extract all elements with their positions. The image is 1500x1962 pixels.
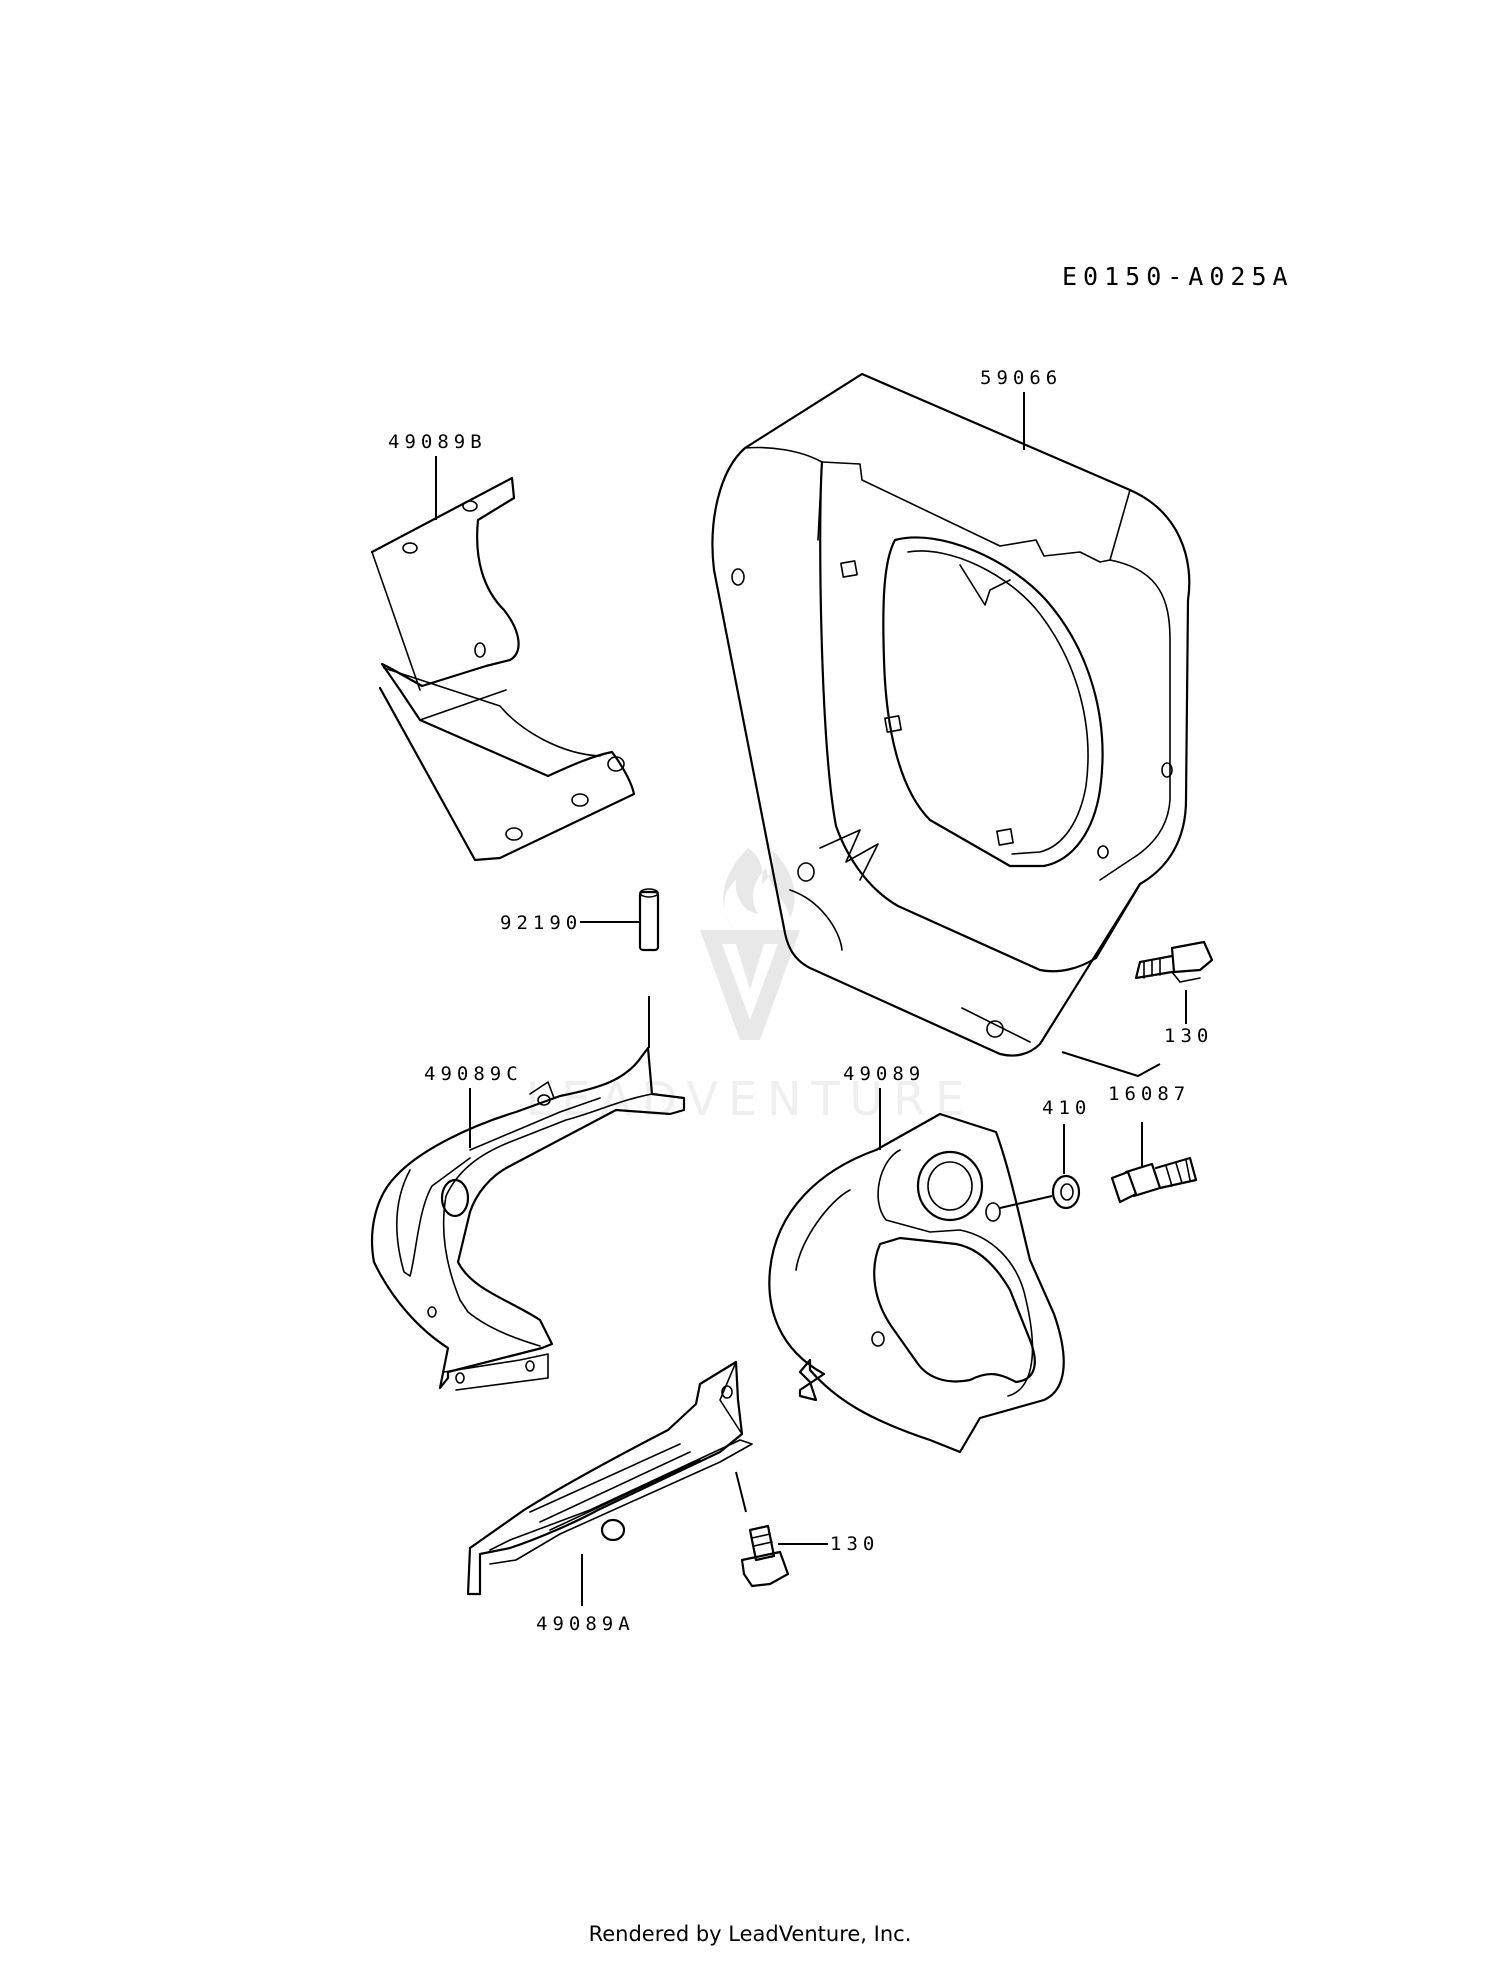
- part-label-49089B[interactable]: 49089B: [388, 431, 487, 453]
- part-label-92190[interactable]: 92190: [500, 912, 582, 934]
- diagram-code: E0150-A025A: [1062, 262, 1294, 291]
- bolt-130-lower[interactable]: 130: [740, 1524, 879, 1588]
- bracket-49089A[interactable]: 49089A: [466, 1360, 753, 1635]
- part-label-49089C[interactable]: 49089C: [424, 1063, 523, 1085]
- fan-housing-59066[interactable]: 59066: [711, 367, 1191, 1057]
- part-label-59066[interactable]: 59066: [980, 367, 1062, 389]
- shroud-49089[interactable]: 49089: [768, 1063, 1065, 1454]
- part-label-49089[interactable]: 49089: [843, 1063, 925, 1085]
- bolt-130-upper[interactable]: 130: [1061, 940, 1214, 1078]
- part-label-130-upper[interactable]: 130: [1164, 1025, 1213, 1047]
- shroud-49089C[interactable]: 49089C: [370, 1046, 686, 1391]
- watermark-flame-icon: [723, 848, 795, 928]
- watermark-v-icon: [700, 930, 800, 1040]
- pipe-92190[interactable]: 92190: [500, 888, 660, 1048]
- footer-credit: Rendered by LeadVenture, Inc.: [588, 1922, 912, 1946]
- shroud-49089B[interactable]: 49089B: [370, 431, 636, 862]
- washer-410[interactable]: 410: [1042, 1097, 1091, 1210]
- stud-16087[interactable]: 16087: [1108, 1083, 1198, 1204]
- part-label-49089A[interactable]: 49089A: [536, 1613, 635, 1635]
- part-label-410[interactable]: 410: [1042, 1097, 1091, 1119]
- part-label-16087[interactable]: 16087: [1108, 1083, 1190, 1105]
- part-label-130-lower[interactable]: 130: [830, 1533, 879, 1555]
